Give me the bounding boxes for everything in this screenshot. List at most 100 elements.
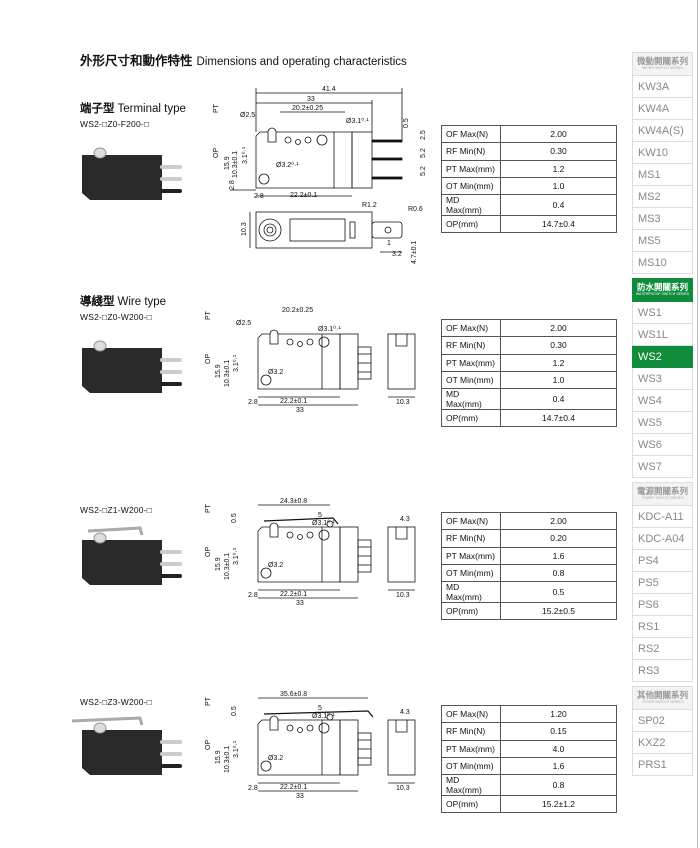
dim-label: Ø3.1⁰·¹ (312, 519, 335, 527)
spec-row: OP(mm)15.2±1.2 (441, 795, 617, 814)
terminal (371, 176, 403, 180)
dim-label: Ø3.2 (268, 755, 283, 762)
switch-photo (82, 147, 182, 200)
mounting-hole (297, 341, 303, 347)
sidebar-item-ms10[interactable]: MS10 (632, 252, 693, 274)
dim-label: 33 (296, 600, 304, 607)
dim-label: 0.5 (231, 513, 238, 523)
dim-label: 2.8 (248, 399, 258, 406)
spec-label: OT Min(mm) (441, 563, 501, 583)
spec-label: OP(mm) (441, 215, 501, 234)
dim-label: 10.3 (241, 222, 248, 236)
switch-photo (71, 716, 182, 775)
sidebar-item-prs1[interactable]: PRS1 (632, 754, 693, 776)
dim-label: R1.2 (362, 202, 377, 209)
terminal (160, 752, 182, 756)
dim-label: PT (213, 103, 220, 113)
plunger (269, 522, 279, 528)
sidebar-item-ms2[interactable]: MS2 (632, 186, 693, 208)
sidebar-item-ws1l[interactable]: WS1L (632, 324, 693, 346)
dim-label: 4.7±0.1 (411, 241, 418, 264)
sidebar-item-rs2[interactable]: RS2 (632, 638, 693, 660)
sidebar-item-kdca04[interactable]: KDC-A04 (632, 528, 693, 550)
mounting-hole (258, 173, 270, 185)
terminal (160, 189, 182, 193)
sidebar-item-kxz2[interactable]: KXZ2 (632, 732, 693, 754)
spec-row: OP(mm)14.7±0.4 (441, 409, 617, 428)
mounting-hole (318, 336, 330, 348)
mounting-hole (306, 338, 314, 346)
sidebar-item-ms1[interactable]: MS1 (632, 164, 693, 186)
sidebar-item-ps4[interactable]: PS4 (632, 550, 693, 572)
sidebar-item-ws7[interactable]: WS7 (632, 456, 693, 478)
mounting-hole (260, 374, 272, 386)
switch-cover (339, 333, 359, 390)
switch-body-end (387, 526, 416, 583)
dim-label: 3.1⁰·¹ (232, 547, 240, 565)
sidebar-item-kw4a[interactable]: KW4A (632, 98, 693, 120)
sidebar-item-kw10[interactable]: KW10 (632, 142, 693, 164)
mounting-hole (318, 722, 330, 734)
end-slot (395, 527, 408, 540)
sidebar-item-ws5[interactable]: WS5 (632, 412, 693, 434)
sidebar-item-ws1[interactable]: WS1 (632, 302, 693, 324)
spec-row: OT Min(mm)1.0 (441, 176, 617, 196)
switch-body-side (255, 131, 353, 189)
dim-label: PT (205, 310, 212, 320)
sidebar-item-kw4as[interactable]: KW4A(S) (632, 120, 693, 142)
mounting-hole (318, 529, 330, 541)
dim-label: 5.2 (420, 148, 427, 158)
sidebar-item-ws2[interactable]: WS2 (632, 346, 693, 368)
dim-label: Ø3.2 (268, 562, 283, 569)
dim-label: 4.3 (400, 709, 410, 716)
dim-label: 2.8 (229, 180, 236, 190)
terminal (371, 139, 403, 143)
slot (289, 218, 346, 242)
dim-label: 33 (307, 96, 315, 103)
mounting-hole (306, 531, 314, 539)
boss (263, 223, 277, 237)
sidebar-item-ws3[interactable]: WS3 (632, 368, 693, 390)
sidebar-item-rs3[interactable]: RS3 (632, 660, 693, 682)
spec-row: RF Min(N)0.15 (441, 722, 617, 741)
sidebar-item-ms3[interactable]: MS3 (632, 208, 693, 230)
sidebar-item-ms5[interactable]: MS5 (632, 230, 693, 252)
sidebar-item-ps5[interactable]: PS5 (632, 572, 693, 594)
sidebar-item-rs1[interactable]: RS1 (632, 616, 693, 638)
terminal (160, 382, 182, 386)
boss (258, 218, 282, 242)
sidebar-item-kw3a[interactable]: KW3A (632, 76, 693, 98)
model-code: WS2-□Z0-F200-□ (80, 119, 150, 129)
spec-row: OT Min(mm)1.6 (441, 756, 617, 776)
roller-pin (326, 713, 334, 721)
mounting-hole (286, 531, 294, 539)
dim-label: Ø3.1⁰·¹ (346, 117, 369, 125)
page-edge-line (697, 0, 698, 848)
dim-label: 10.3±0.1 (224, 553, 231, 580)
spec-row: MD Max(mm)0.4 (441, 388, 617, 411)
sidebar-item-ps6[interactable]: PS6 (632, 594, 693, 616)
roller-pin (326, 520, 334, 528)
mounting-hole (306, 724, 314, 732)
dim-label: 22.2±0.1 (290, 192, 317, 199)
mounting-hole (284, 136, 292, 144)
dim-label: 2.8 (248, 592, 258, 599)
sidebar-item-ws4[interactable]: WS4 (632, 390, 693, 412)
sidebar-item-kdca11[interactable]: KDC-A11 (632, 506, 693, 528)
spec-row: PT Max(mm)1.6 (441, 546, 617, 565)
dim-label: PT (205, 503, 212, 513)
spec-value: 1.0 (500, 176, 617, 196)
dim-label: 10.3 (396, 399, 410, 406)
dim-label: 1 (387, 240, 391, 247)
switch-body-end (387, 719, 416, 776)
spec-row: MD Max(mm)0.4 (441, 194, 617, 217)
plunger (93, 147, 107, 159)
sidebar-item-sp02[interactable]: SP02 (632, 710, 693, 732)
sidebar-item-ws6[interactable]: WS6 (632, 434, 693, 456)
plunger (269, 329, 279, 335)
